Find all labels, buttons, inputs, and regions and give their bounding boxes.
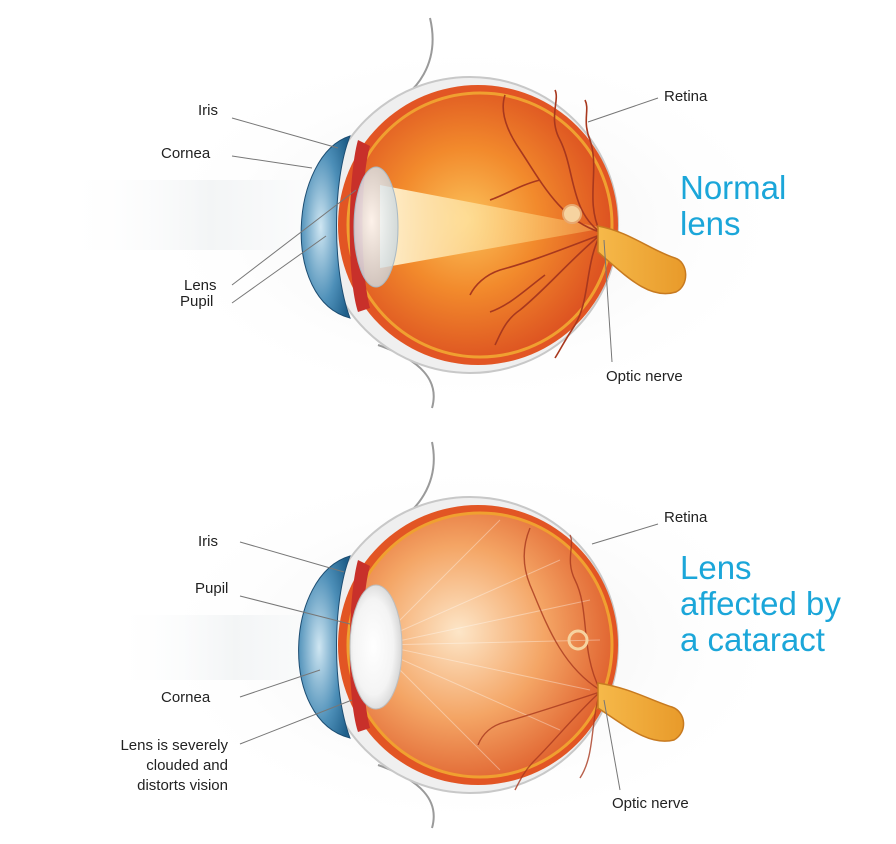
label-clouded-lens: Lens is severely clouded and distorts vi… [60, 736, 228, 796]
label-retina: Retina [664, 508, 707, 528]
label-pupil: Pupil [180, 292, 213, 312]
title-line: a cataract [680, 622, 841, 658]
label-line: clouded and [60, 756, 228, 776]
label-line: Lens is severely [60, 736, 228, 756]
label-pupil: Pupil [195, 579, 228, 599]
label-line: distorts vision [60, 776, 228, 796]
label-cornea: Cornea [161, 144, 210, 164]
lens [354, 167, 398, 287]
label-retina: Retina [664, 87, 707, 107]
title-line: Lens [680, 550, 841, 586]
cataract-lens-title: Lens affected by a cataract [680, 550, 841, 658]
title-line: Normal [680, 170, 786, 206]
clouded-lens [350, 585, 402, 709]
label-optic-nerve: Optic nerve [606, 367, 683, 387]
label-iris: Iris [198, 101, 218, 121]
macula [563, 205, 581, 223]
normal-lens-title: Normal lens [680, 170, 786, 242]
title-line: affected by [680, 586, 841, 622]
label-optic-nerve: Optic nerve [612, 794, 689, 814]
label-iris: Iris [198, 532, 218, 552]
title-line: lens [680, 206, 786, 242]
label-cornea: Cornea [161, 688, 210, 708]
